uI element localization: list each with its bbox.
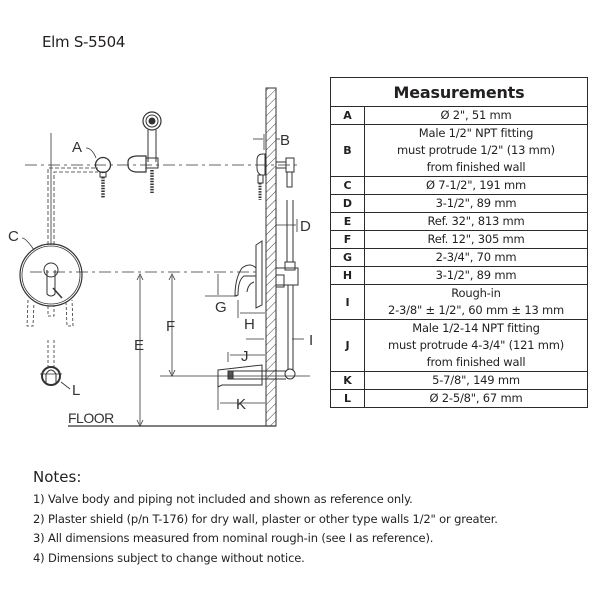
notes-section: Notes: 1) Valve body and piping not incl… — [33, 468, 498, 568]
measurement-key: K — [330, 371, 365, 390]
measurement-value: 5-7/8", 149 mm — [364, 371, 588, 390]
measurement-value: Ref. 32", 813 mm — [364, 212, 588, 231]
label-l: L — [72, 382, 80, 399]
measurement-value-line: must protrude 1/2" (13 mm) — [397, 143, 555, 157]
measurement-key: A — [330, 106, 365, 125]
measurement-value-line: Male 1/2" NPT fitting — [418, 126, 534, 140]
measurement-value: 2-3/4", 70 mm — [364, 248, 588, 267]
measurement-value: Ref. 12", 305 mm — [364, 230, 588, 249]
measurement-row: A Ø 2", 51 mm — [330, 106, 588, 125]
measurement-key: B — [330, 124, 365, 177]
measurement-value: Ø 2", 51 mm — [364, 106, 588, 125]
measurement-value: Ø 7-1/2", 191 mm — [364, 176, 588, 195]
wall — [265, 87, 277, 427]
label-a: A — [72, 139, 82, 156]
measurement-key: E — [330, 212, 365, 231]
measurement-value-line: must protrude 4-3/4" (121 mm) — [387, 338, 565, 352]
notes-title: Notes: — [33, 468, 82, 486]
measurement-value: Male 1/2-14 NPT fitting must protrude 4-3… — [364, 319, 588, 372]
tub-spout-front-view — [40, 340, 62, 386]
wall-outlet-side-view — [256, 153, 295, 200]
measurement-value-line: Ø 7-1/2", 191 mm — [425, 178, 527, 192]
measurement-row: K 5-7/8", 149 mm — [330, 371, 588, 390]
note-item: 1) Valve body and piping not included an… — [33, 492, 413, 506]
measurement-key: J — [330, 319, 365, 372]
measurement-row: H 3-1/2", 89 mm — [330, 266, 588, 285]
measurement-row: E Ref. 32", 813 mm — [330, 212, 588, 231]
tub-spout-side-view — [160, 364, 310, 388]
floor-label: FLOOR — [68, 410, 114, 426]
measurement-value-line: from finished wall — [426, 355, 526, 369]
measurement-key: I — [330, 284, 365, 320]
hand-shower — [127, 111, 162, 193]
label-c: C — [8, 228, 19, 245]
label-d: D — [300, 218, 311, 235]
product-title: Elm S-5504 — [42, 33, 126, 51]
measurement-value: Ø 2-5/8", 67 mm — [364, 389, 588, 408]
measurement-value-line: 3-1/2", 89 mm — [435, 196, 517, 210]
measurement-value: Male 1/2" NPT fitting must protrude 1/2" … — [364, 124, 588, 177]
measurement-row: I Rough-in 2-3/8" ± 1/2", 60 mm ± 13 mm — [330, 284, 588, 320]
measurement-key: L — [330, 389, 365, 408]
note-item: 3) All dimensions measured from nominal … — [33, 531, 434, 545]
measurement-key: F — [330, 230, 365, 249]
measurement-key: H — [330, 266, 365, 285]
label-h: H — [244, 316, 255, 333]
measurement-row: C Ø 7-1/2", 191 mm — [330, 176, 588, 195]
measurement-value-line: 3-1/2", 89 mm — [435, 268, 517, 282]
measurements-header: Measurements — [330, 77, 588, 107]
note-item: 4) Dimensions subject to change without … — [33, 550, 305, 565]
label-j: J — [241, 348, 249, 365]
measurement-row: L Ø 2-5/8", 67 mm — [330, 389, 588, 408]
measurement-key: G — [330, 248, 365, 267]
measurement-row: D 3-1/2", 89 mm — [330, 194, 588, 213]
label-i: I — [309, 332, 313, 349]
measurement-value-line: 2-3/8" ± 1/2", 60 mm ± 13 mm — [387, 303, 565, 317]
measurement-value-line: Ref. 32", 813 mm — [427, 214, 525, 228]
measurement-row: B Male 1/2" NPT fitting must protrude 1/2"… — [330, 124, 588, 177]
note-item: 2) Plaster shield (p/n T-176) for dry wa… — [33, 511, 498, 526]
measurement-key: C — [330, 176, 365, 195]
measurement-value-line: Ø 2-5/8", 67 mm — [429, 391, 523, 405]
measurement-row: F Ref. 12", 305 mm — [330, 230, 588, 249]
measurement-value-line: from finished wall — [426, 160, 526, 174]
valve-handle-side-view — [234, 240, 263, 309]
label-e: E — [134, 337, 144, 354]
label-k: K — [236, 396, 246, 413]
measurement-row: J Male 1/2-14 NPT fitting must protrude 4-… — [330, 319, 588, 372]
measurement-value-line: Male 1/2-14 NPT fitting — [412, 321, 540, 335]
measurement-value: 3-1/2", 89 mm — [364, 194, 588, 213]
trim-plate-front-view — [19, 243, 83, 327]
measurement-value-line: Ref. 12", 305 mm — [427, 232, 525, 246]
measurement-key: D — [330, 194, 365, 213]
label-f: F — [166, 318, 175, 335]
measurement-value-line: Ø 2", 51 mm — [440, 108, 512, 122]
measurement-value-line: Rough-in — [451, 286, 501, 300]
measurement-value: 3-1/2", 89 mm — [364, 266, 588, 285]
wall-outlet-front-view — [94, 156, 112, 198]
measurement-value-line: 2-3/4", 70 mm — [435, 250, 517, 264]
label-b: B — [280, 132, 290, 149]
measurement-value: Rough-in 2-3/8" ± 1/2", 60 mm ± 13 mm — [364, 284, 588, 320]
riser-pipe — [275, 200, 299, 380]
measurement-row: G 2-3/4", 70 mm — [330, 248, 588, 267]
measurement-value-line: 5-7/8", 149 mm — [432, 373, 520, 387]
label-g: G — [215, 299, 227, 316]
